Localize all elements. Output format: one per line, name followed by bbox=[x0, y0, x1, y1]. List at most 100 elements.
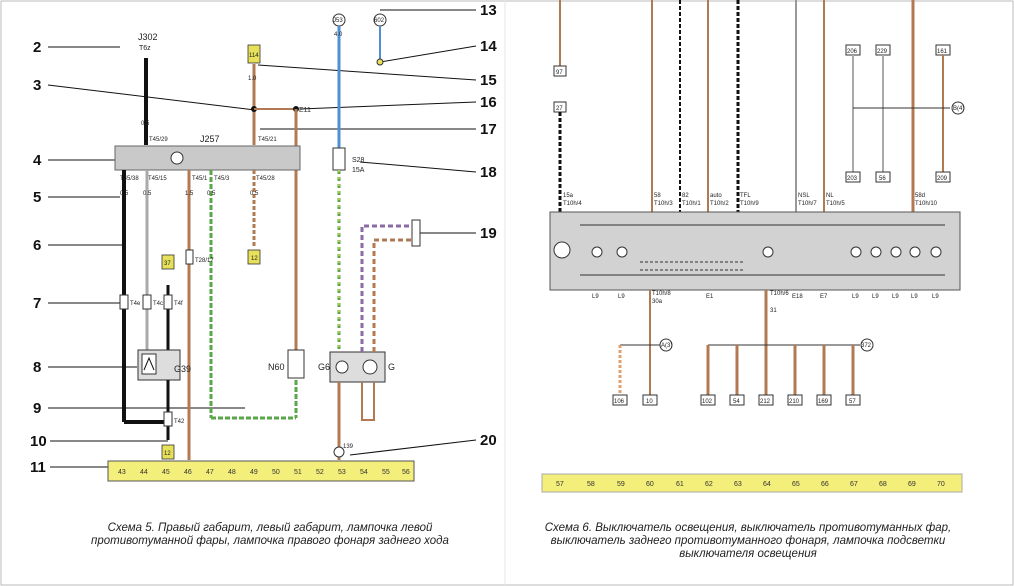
svg-text:T4f: T4f bbox=[174, 301, 183, 307]
callout-3: 3 bbox=[33, 77, 41, 94]
svg-text:57: 57 bbox=[556, 481, 564, 488]
svg-text:67: 67 bbox=[850, 481, 858, 488]
svg-text:auto: auto bbox=[710, 193, 722, 199]
svg-text:61: 61 bbox=[676, 481, 684, 488]
svg-text:T45/1: T45/1 bbox=[192, 176, 208, 182]
svg-text:0.5: 0.5 bbox=[120, 191, 129, 197]
svg-text:59: 59 bbox=[617, 481, 625, 488]
svg-text:T10h/4: T10h/4 bbox=[563, 201, 582, 207]
svg-text:53: 53 bbox=[338, 469, 346, 476]
svg-text:T28/17: T28/17 bbox=[195, 258, 214, 264]
callout-19: 19 bbox=[480, 225, 497, 242]
svg-text:48: 48 bbox=[228, 469, 236, 476]
fuse-s28 bbox=[332, 147, 346, 171]
svg-text:12: 12 bbox=[164, 451, 171, 457]
svg-text:372: 372 bbox=[861, 343, 872, 349]
svg-text:T10h/10: T10h/10 bbox=[915, 201, 938, 207]
component-n60 bbox=[287, 349, 305, 379]
caption-scheme6: Схема 6. Выключатель освещения, выключат… bbox=[544, 522, 952, 560]
svg-text:54: 54 bbox=[360, 469, 368, 476]
svg-text:T45/29: T45/29 bbox=[149, 137, 168, 143]
n60-label: N60 bbox=[268, 362, 285, 372]
svg-text:T10h/1: T10h/1 bbox=[682, 201, 701, 207]
svg-text:229: 229 bbox=[877, 49, 888, 55]
svg-text:51: 51 bbox=[294, 469, 302, 476]
svg-text:54: 54 bbox=[733, 399, 740, 405]
g-label: G bbox=[388, 362, 395, 372]
svg-text:L9: L9 bbox=[892, 294, 899, 300]
svg-text:15a: 15a bbox=[563, 193, 574, 199]
svg-text:L9: L9 bbox=[618, 294, 625, 300]
svg-text:E7: E7 bbox=[820, 294, 828, 300]
svg-text:37: 37 bbox=[164, 261, 171, 267]
svg-text:69: 69 bbox=[908, 481, 916, 488]
callout-18: 18 bbox=[480, 164, 497, 181]
scheme6-bottom-wires: A(3) 372 bbox=[618, 290, 874, 395]
top-connector-label: J302 bbox=[138, 32, 158, 42]
svg-text:T10h/6: T10h/6 bbox=[770, 291, 789, 297]
callout-6: 6 bbox=[33, 237, 41, 254]
svg-text:T4e: T4e bbox=[130, 301, 141, 307]
callout-13: 13 bbox=[480, 2, 497, 19]
callout-14: 14 bbox=[480, 38, 497, 55]
svg-text:209: 209 bbox=[937, 176, 948, 182]
svg-text:T10h/9: T10h/9 bbox=[740, 201, 759, 207]
svg-text:L9: L9 bbox=[852, 294, 859, 300]
svg-text:T10h/2: T10h/2 bbox=[710, 201, 729, 207]
svg-text:206: 206 bbox=[847, 49, 858, 55]
svg-text:82: 82 bbox=[682, 193, 689, 199]
svg-text:B(4): B(4) bbox=[953, 106, 964, 112]
svg-text:J53: J53 bbox=[333, 18, 343, 24]
svg-text:4.0: 4.0 bbox=[334, 32, 343, 38]
callout-11: 11 bbox=[30, 459, 46, 476]
bus-strip-scheme6 bbox=[541, 473, 963, 493]
svg-text:58: 58 bbox=[654, 193, 661, 199]
callout-15: 15 bbox=[480, 72, 497, 89]
svg-text:70: 70 bbox=[937, 481, 945, 488]
callout-20: 20 bbox=[480, 432, 497, 449]
svg-text:T45/15: T45/15 bbox=[148, 176, 167, 182]
svg-text:56: 56 bbox=[879, 176, 886, 182]
top-connector-pin: T6z bbox=[139, 45, 151, 52]
svg-text:55: 55 bbox=[382, 469, 390, 476]
svg-text:T45/28: T45/28 bbox=[256, 176, 275, 182]
svg-text:T10h/7: T10h/7 bbox=[798, 201, 817, 207]
svg-text:203: 203 bbox=[847, 176, 858, 182]
callout-16: 16 bbox=[480, 94, 497, 111]
svg-text:50: 50 bbox=[272, 469, 280, 476]
svg-text:62: 62 bbox=[705, 481, 713, 488]
svg-text:139: 139 bbox=[343, 444, 354, 450]
svg-text:1.5: 1.5 bbox=[185, 191, 194, 197]
svg-text:T45/3: T45/3 bbox=[214, 176, 230, 182]
svg-text:58: 58 bbox=[587, 481, 595, 488]
svg-text:68: 68 bbox=[879, 481, 887, 488]
svg-text:114: 114 bbox=[249, 53, 259, 59]
svg-text:49: 49 bbox=[250, 469, 258, 476]
bus-labels-scheme6: 57 58 59 60 61 62 63 64 65 66 67 68 69 7… bbox=[556, 481, 945, 488]
callout-10: 10 bbox=[30, 433, 47, 450]
svg-text:12: 12 bbox=[251, 256, 258, 262]
svg-text:43: 43 bbox=[118, 469, 126, 476]
svg-text:E1: E1 bbox=[706, 294, 714, 300]
svg-text:63: 63 bbox=[734, 481, 742, 488]
svg-text:T4c: T4c bbox=[153, 301, 163, 307]
callout-8: 8 bbox=[33, 359, 41, 376]
svg-text:E18: E18 bbox=[792, 294, 803, 300]
svg-text:56: 56 bbox=[402, 469, 410, 476]
svg-text:169: 169 bbox=[818, 399, 829, 405]
callout-9: 9 bbox=[33, 400, 41, 417]
scheme6-lamp-labels: L9 L9 E1 E18 E7 L9 L9 L9 L9 L9 bbox=[592, 294, 939, 300]
svg-text:1.0: 1.0 bbox=[248, 76, 257, 82]
scheme6-bottom-boxes bbox=[612, 394, 861, 406]
callout-numbers: 2 3 4 5 6 7 8 9 10 11 13 14 15 16 17 18 … bbox=[30, 2, 497, 476]
svg-text:106: 106 bbox=[614, 399, 625, 405]
bus-labels-scheme5: 43 44 45 46 47 48 49 50 51 52 53 54 55 5… bbox=[118, 469, 410, 476]
callout-17: 17 bbox=[480, 121, 497, 138]
svg-text:T42: T42 bbox=[174, 419, 185, 425]
switch-lamps bbox=[591, 246, 942, 258]
svg-text:66: 66 bbox=[821, 481, 829, 488]
svg-text:0.5: 0.5 bbox=[250, 191, 259, 197]
svg-text:31: 31 bbox=[770, 308, 777, 314]
svg-text:64: 64 bbox=[763, 481, 771, 488]
